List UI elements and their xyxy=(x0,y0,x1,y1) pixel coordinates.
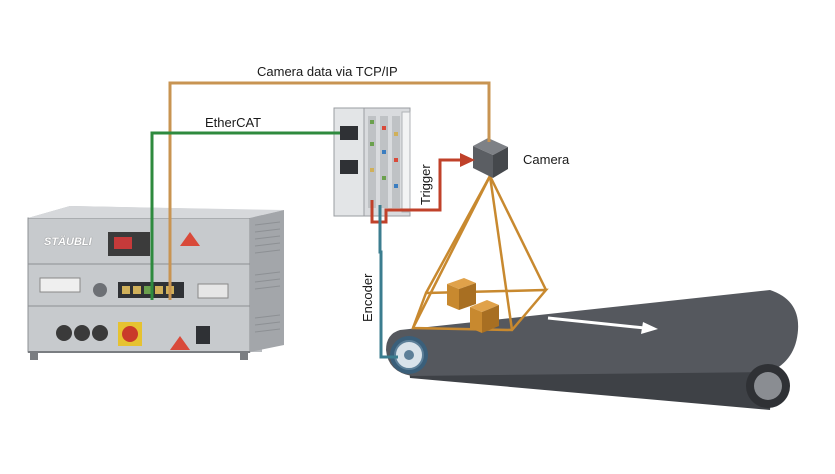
ethercat-io-module xyxy=(333,107,411,217)
controller-brand-logo: STÄUBLI xyxy=(44,236,92,248)
ethercat-label: EtherCAT xyxy=(205,115,262,130)
camera-device xyxy=(473,138,508,178)
camera-data-label: Camera data via TCP/IP xyxy=(257,64,398,79)
ethercat-connection-line xyxy=(150,131,340,300)
tcp-ip-connection-line xyxy=(168,81,491,300)
robot-controller xyxy=(27,206,284,360)
conveyor-belt xyxy=(386,290,799,410)
trigger-connection-line xyxy=(370,153,475,224)
encoder-label: Encoder xyxy=(360,273,375,322)
encoder-connection-line xyxy=(378,205,398,359)
camera-label: Camera xyxy=(523,152,570,167)
trigger-label: Trigger xyxy=(418,164,433,205)
package-box xyxy=(447,278,476,310)
camera-field-of-view xyxy=(411,175,549,332)
belt-direction-arrow xyxy=(547,316,658,334)
package-box xyxy=(470,300,499,333)
encoder-wheel xyxy=(390,336,428,374)
